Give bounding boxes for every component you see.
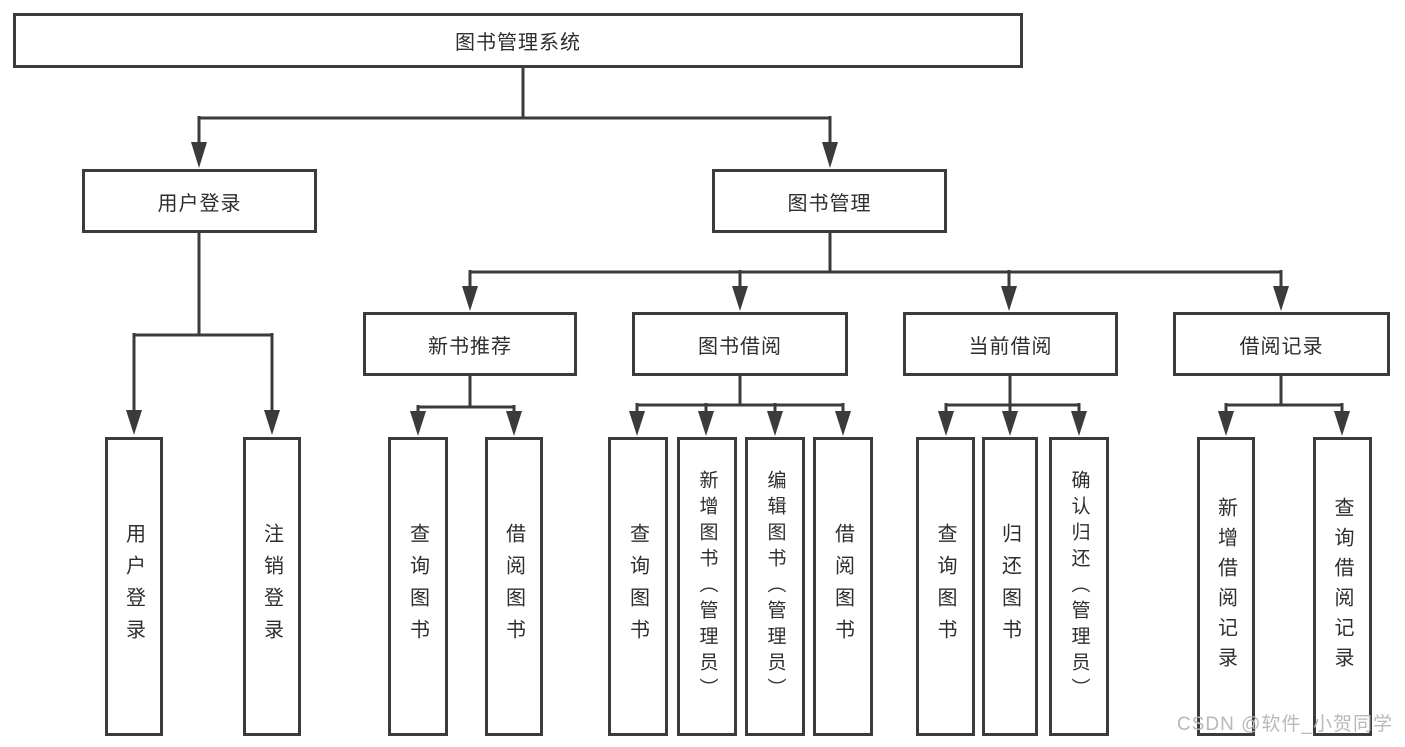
leaf-borrow-books: 借阅图书 (813, 437, 873, 736)
leaf-add-books-admin: 新增图书（管理员） (677, 437, 737, 736)
csdn-watermark: CSDN @软件_小贺同学 (1177, 714, 1393, 735)
leaf-add-books-admin-label: 新增图书（管理员） (696, 469, 718, 704)
leaf-logout-label: 注销登录 (260, 522, 283, 651)
node-book-management: 图书管理 (712, 169, 947, 233)
node-book-borrow: 图书借阅 (632, 312, 848, 376)
leaf-edit-books-admin: 编辑图书（管理员） (745, 437, 805, 736)
node-current-borrow: 当前借阅 (903, 312, 1118, 376)
leaf-query-books-current: 查询图书 (916, 437, 975, 736)
leaf-add-borrow-record-label: 新增借阅记录 (1214, 496, 1237, 677)
node-user-login-label: 用户登录 (157, 192, 242, 215)
leaf-return-books-label: 归还图书 (998, 522, 1021, 651)
node-borrow-records-label: 借阅记录 (1239, 335, 1324, 358)
leaf-confirm-return-admin-label: 确认归还（管理员） (1068, 469, 1090, 704)
leaf-query-books-recommend: 查询图书 (388, 437, 448, 736)
node-root-system: 图书管理系统 (13, 13, 1023, 68)
leaf-query-borrow-record: 查询借阅记录 (1313, 437, 1372, 736)
leaf-logout: 注销登录 (243, 437, 301, 736)
leaf-query-books-borrow: 查询图书 (608, 437, 668, 736)
leaf-edit-books-admin-label: 编辑图书（管理员） (764, 469, 786, 704)
leaf-query-books-borrow-label: 查询图书 (626, 522, 649, 651)
leaf-add-borrow-record: 新增借阅记录 (1197, 437, 1255, 736)
connector-strokes (132, 66, 1344, 415)
node-new-book-recommend-label: 新书推荐 (428, 335, 512, 358)
node-user-login: 用户登录 (82, 169, 317, 233)
leaf-query-books-recommend-label: 查询图书 (406, 522, 429, 651)
arrowheads (126, 142, 1350, 436)
leaf-confirm-return-admin: 确认归还（管理员） (1049, 437, 1109, 736)
node-current-borrow-label: 当前借阅 (968, 335, 1053, 358)
leaf-borrow-books-recommend: 借阅图书 (485, 437, 543, 736)
leaf-query-books-current-label: 查询图书 (934, 522, 956, 651)
node-borrow-records: 借阅记录 (1173, 312, 1390, 376)
node-root-system-label: 图书管理系统 (455, 32, 581, 54)
leaf-user-login-label: 用户登录 (122, 522, 145, 651)
leaf-user-login: 用户登录 (105, 437, 163, 736)
node-book-management-label: 图书管理 (787, 192, 872, 215)
node-new-book-recommend: 新书推荐 (363, 312, 577, 376)
leaf-borrow-books-label: 借阅图书 (831, 522, 854, 651)
leaf-query-borrow-record-label: 查询借阅记录 (1331, 496, 1353, 677)
leaf-borrow-books-recommend-label: 借阅图书 (502, 522, 525, 651)
node-book-borrow-label: 图书借阅 (698, 335, 782, 358)
leaf-return-books: 归还图书 (982, 437, 1038, 736)
